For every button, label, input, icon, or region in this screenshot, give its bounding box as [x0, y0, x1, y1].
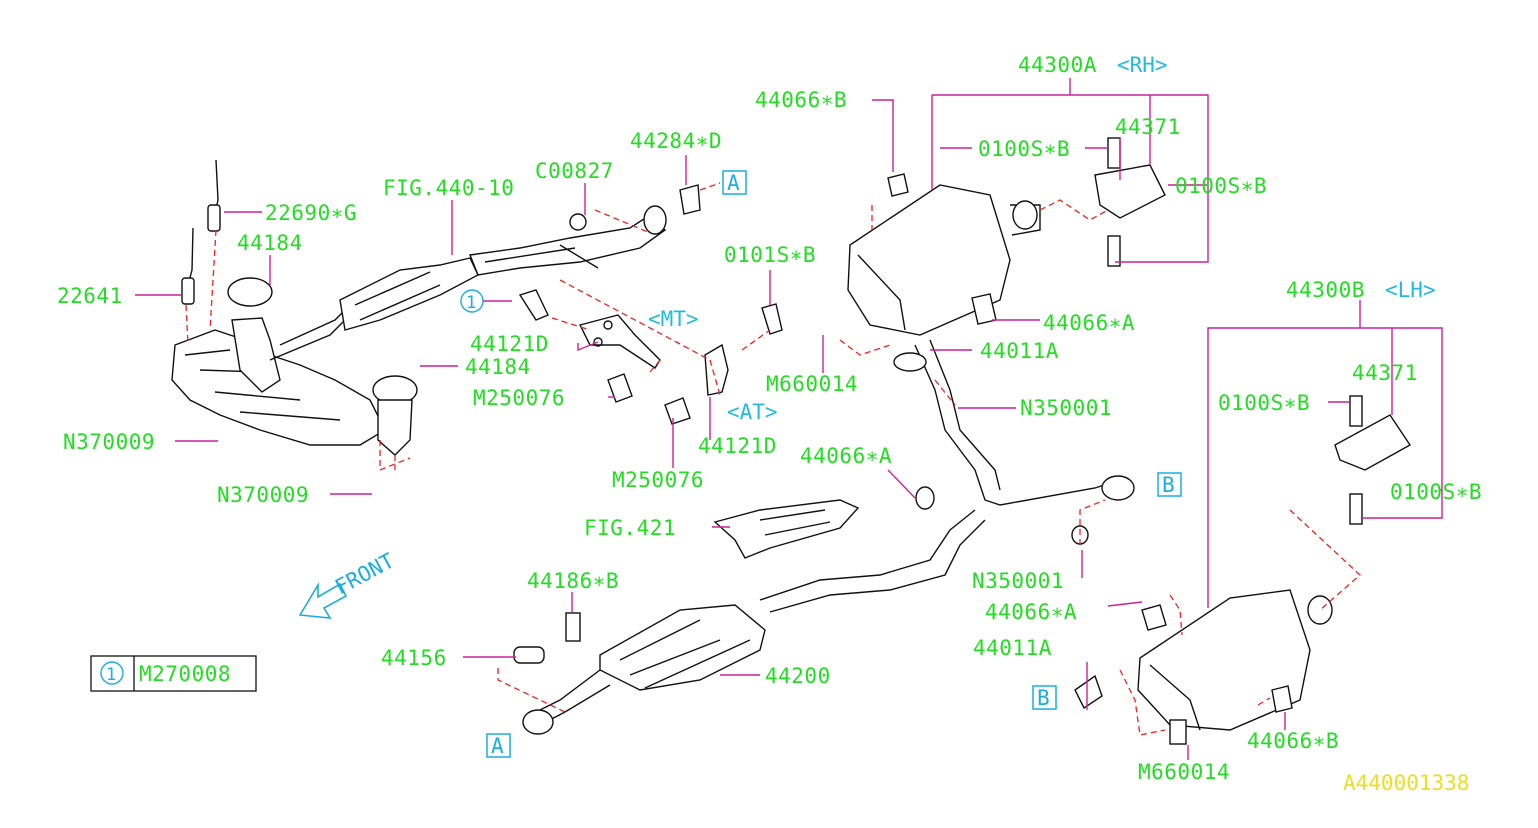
- label-m250076-upper: M250076: [473, 386, 565, 410]
- label-44066a-mid: 44066∗A: [800, 444, 892, 468]
- label-44300b: 44300B: [1286, 278, 1365, 302]
- reference-box-a-top: A: [722, 170, 747, 195]
- svg-text:A: A: [727, 171, 740, 195]
- legend-number: 1: [106, 665, 116, 685]
- label-44066a-lower: 44066∗A: [985, 600, 1077, 624]
- label-22641: 22641: [57, 284, 123, 308]
- reference-box-b-low: B: [1032, 685, 1057, 710]
- part-number-labels: 22690∗G 22641 44184 44184 FIG.440-10 C00…: [57, 53, 1482, 784]
- legend-table: 1 M270008: [90, 655, 257, 692]
- label-44066b-lower: 44066∗B: [1247, 729, 1339, 753]
- callout-1: 1: [460, 289, 512, 313]
- bracket-drawings: [518, 184, 783, 425]
- label-0100sb-lh-right: 0100S∗B: [1390, 480, 1482, 504]
- front-exhaust-pipe-drawing: [171, 159, 667, 456]
- label-n370009-lower: N370009: [217, 483, 309, 507]
- variant-lh: <LH>: [1385, 278, 1436, 302]
- label-44371-rh: 44371: [1115, 115, 1181, 139]
- label-44011a-lower: 44011A: [973, 636, 1052, 660]
- variant-at: <AT>: [727, 400, 778, 424]
- heat-shield-drawing: [713, 499, 860, 559]
- label-n370009-upper: N370009: [63, 430, 155, 454]
- label-44156: 44156: [381, 646, 447, 670]
- reference-box-a-low: A: [486, 733, 511, 758]
- label-0100sb-rh-right: 0100S∗B: [1175, 174, 1267, 198]
- label-m660014-upper: M660014: [766, 372, 858, 396]
- label-0100sb-lh-left: 0100S∗B: [1218, 391, 1310, 415]
- front-label: FRONT: [331, 548, 398, 599]
- svg-text:B: B: [1037, 686, 1050, 710]
- label-n350001-lower: N350001: [972, 569, 1064, 593]
- front-direction-arrow: FRONT: [298, 548, 398, 619]
- label-44066b-top: 44066∗B: [755, 88, 847, 112]
- label-0100sb-rh-left: 0100S∗B: [978, 137, 1070, 161]
- label-44121d-at: 44121D: [698, 434, 777, 458]
- label-m250076-lower: M250076: [612, 468, 704, 492]
- label-22690g: 22690∗G: [265, 201, 357, 225]
- label-n350001-upper: N350001: [1020, 396, 1112, 420]
- rh-muffler-drawing: [847, 137, 1166, 336]
- label-44121d-mt: 44121D: [470, 332, 549, 356]
- label-44184-lower: 44184: [465, 355, 531, 379]
- svg-text:B: B: [1162, 473, 1175, 497]
- reference-box-b-top: B: [1157, 472, 1182, 497]
- assembly-dashed-lines: [185, 182, 1361, 736]
- variant-mt: <MT>: [648, 307, 699, 331]
- label-44200: 44200: [765, 664, 831, 688]
- label-44184-upper: 44184: [237, 231, 303, 255]
- diagram-code: A440001338: [1343, 771, 1469, 795]
- legend-part-number: M270008: [139, 662, 231, 686]
- label-fig421: FIG.421: [584, 516, 676, 540]
- label-44300a: 44300A: [1018, 53, 1097, 77]
- label-m660014-lower: M660014: [1138, 760, 1230, 784]
- lh-muffler-drawing: [1074, 395, 1412, 745]
- variant-labels: <RH> <LH> <MT> <AT>: [648, 53, 1436, 424]
- label-44284d: 44284∗D: [630, 129, 722, 153]
- front-catalyst-drawing: [513, 604, 766, 735]
- svg-text:1: 1: [466, 293, 476, 313]
- label-0101sb: 0101S∗B: [724, 243, 816, 267]
- label-44371-lh: 44371: [1352, 361, 1418, 385]
- label-c00827: C00827: [535, 159, 614, 183]
- label-44011a-upper: 44011A: [980, 339, 1059, 363]
- svg-text:A: A: [491, 734, 504, 758]
- variant-rh: <RH>: [1117, 53, 1168, 77]
- leader-lines: [135, 78, 1443, 760]
- label-44186b: 44186∗B: [527, 569, 619, 593]
- label-44066a-top: 44066∗A: [1043, 311, 1135, 335]
- label-fig440-10: FIG.440-10: [383, 176, 514, 200]
